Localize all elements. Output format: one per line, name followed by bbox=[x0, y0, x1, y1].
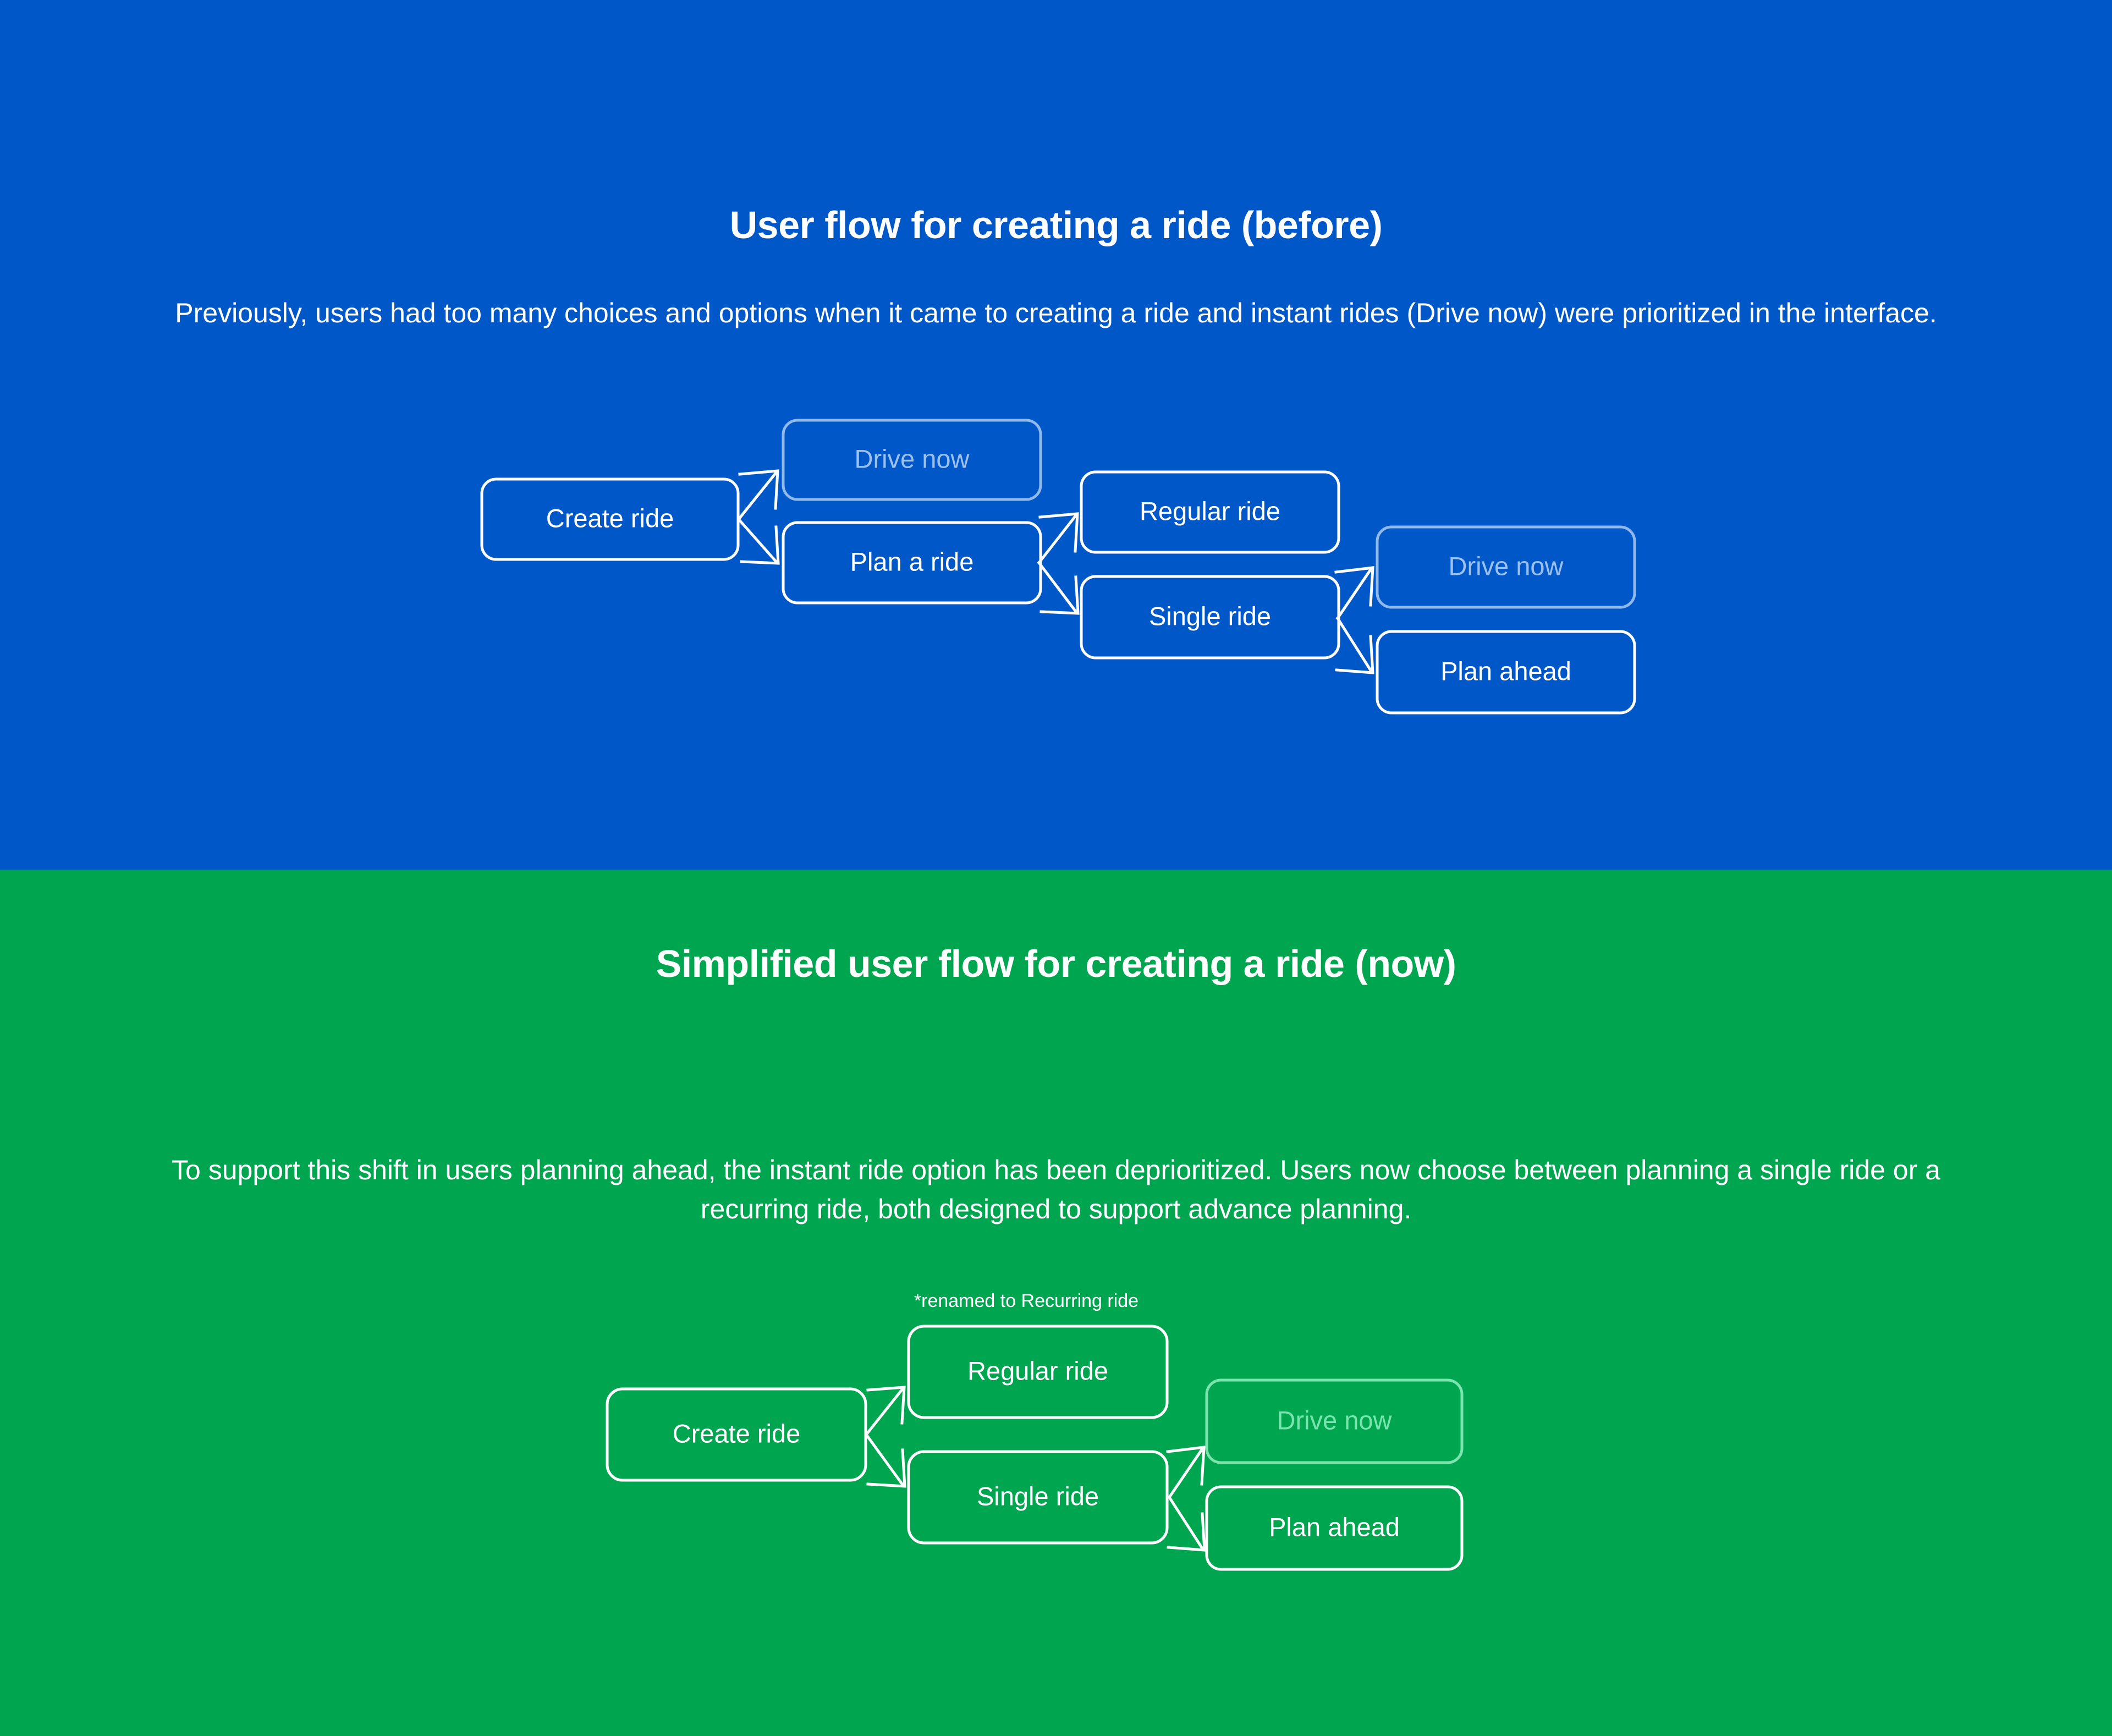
before-node-plan-a-ride-box[interactable] bbox=[782, 521, 1042, 605]
before-node-plan-ahead-label: Plan ahead bbox=[1440, 656, 1571, 685]
before-node-regular-ride-box[interactable] bbox=[1080, 470, 1340, 554]
before-node-regular-ride-label: Regular ride bbox=[1140, 496, 1280, 525]
after-node-regular-ride-box[interactable] bbox=[907, 1325, 1169, 1419]
after-node-drive-now[interactable]: Drive now bbox=[1205, 1378, 1464, 1464]
after-node-regular-ride-label: Regular ride bbox=[967, 1356, 1108, 1385]
before-edge-create-to-drive-now bbox=[736, 469, 779, 521]
before-node-plan-a-ride[interactable]: Plan a ride bbox=[782, 521, 1042, 605]
before-node-single-ride-label: Single ride bbox=[1149, 601, 1271, 630]
before-panel-subtitle: Previously, users had too many choices a… bbox=[175, 298, 1937, 328]
before-flow-diagram: Create ride Drive now Plan a ride Regula… bbox=[480, 419, 1636, 715]
before-edge-single-to-plan-ahead bbox=[1335, 616, 1374, 674]
after-edge-single-to-drive-now bbox=[1166, 1446, 1206, 1499]
after-node-drive-now-box[interactable] bbox=[1205, 1378, 1464, 1464]
before-node-create-ride[interactable]: Create ride bbox=[480, 477, 740, 561]
before-edge-single-to-drive-now bbox=[1334, 566, 1374, 620]
after-node-create-ride-label: Create ride bbox=[673, 1419, 801, 1448]
before-panel-title: User flow for creating a ride (before) bbox=[729, 203, 1383, 246]
before-panel: User flow for creating a ride (before) P… bbox=[0, 0, 2112, 870]
after-panel-title: Simplified user flow for creating a ride… bbox=[656, 942, 1456, 985]
before-node-regular-ride[interactable]: Regular ride bbox=[1080, 470, 1340, 554]
before-node-single-ride-box[interactable] bbox=[1080, 575, 1340, 660]
after-node-plan-ahead[interactable]: Plan ahead bbox=[1205, 1485, 1464, 1571]
after-node-drive-now-label: Drive now bbox=[1277, 1405, 1393, 1435]
before-node-drive-now-2-box[interactable] bbox=[1376, 525, 1636, 609]
before-node-plan-ahead-box[interactable] bbox=[1376, 630, 1636, 715]
before-node-create-ride-label: Create ride bbox=[546, 503, 674, 532]
before-edge-plan-to-single-ride bbox=[1037, 561, 1080, 615]
after-node-create-ride-box[interactable] bbox=[606, 1387, 867, 1482]
after-node-single-ride-label: Single ride bbox=[977, 1481, 1099, 1510]
after-node-create-ride[interactable]: Create ride bbox=[606, 1387, 867, 1482]
before-node-create-ride-box[interactable] bbox=[480, 477, 740, 561]
before-node-plan-ahead[interactable]: Plan ahead bbox=[1376, 630, 1636, 715]
after-panel-subtitle: To support this shift in users planning … bbox=[172, 1155, 1940, 1224]
after-panel: Simplified user flow for creating a ride… bbox=[0, 870, 2112, 1736]
after-edge-create-to-regular-ride bbox=[864, 1386, 906, 1437]
before-node-single-ride[interactable]: Single ride bbox=[1080, 575, 1340, 660]
after-annotation-renamed-note: *renamed to Recurring ride bbox=[914, 1290, 1138, 1311]
after-edge-single-to-plan-ahead bbox=[1167, 1495, 1206, 1552]
before-node-drive-now-1[interactable]: Drive now bbox=[782, 419, 1042, 501]
after-flow-diagram: *renamed to Recurring ride Cr bbox=[0, 870, 2112, 1736]
before-node-drive-now-1-box[interactable] bbox=[782, 419, 1042, 501]
after-node-plan-ahead-label: Plan ahead bbox=[1269, 1512, 1400, 1541]
after-node-single-ride-box[interactable] bbox=[907, 1450, 1169, 1545]
after-node-single-ride[interactable]: Single ride bbox=[907, 1450, 1169, 1545]
before-node-plan-a-ride-label: Plan a ride bbox=[850, 547, 974, 576]
before-edge-create-to-plan-a-ride bbox=[736, 517, 780, 565]
before-node-drive-now-1-label: Drive now bbox=[855, 444, 970, 473]
before-edge-plan-to-regular-ride bbox=[1037, 512, 1079, 565]
before-node-drive-now-2-label: Drive now bbox=[1449, 551, 1564, 580]
before-node-drive-now-2[interactable]: Drive now bbox=[1376, 525, 1636, 609]
after-edge-create-to-single-ride bbox=[864, 1432, 906, 1488]
after-node-plan-ahead-box[interactable] bbox=[1205, 1485, 1464, 1571]
after-node-regular-ride[interactable]: Regular ride bbox=[907, 1325, 1169, 1419]
